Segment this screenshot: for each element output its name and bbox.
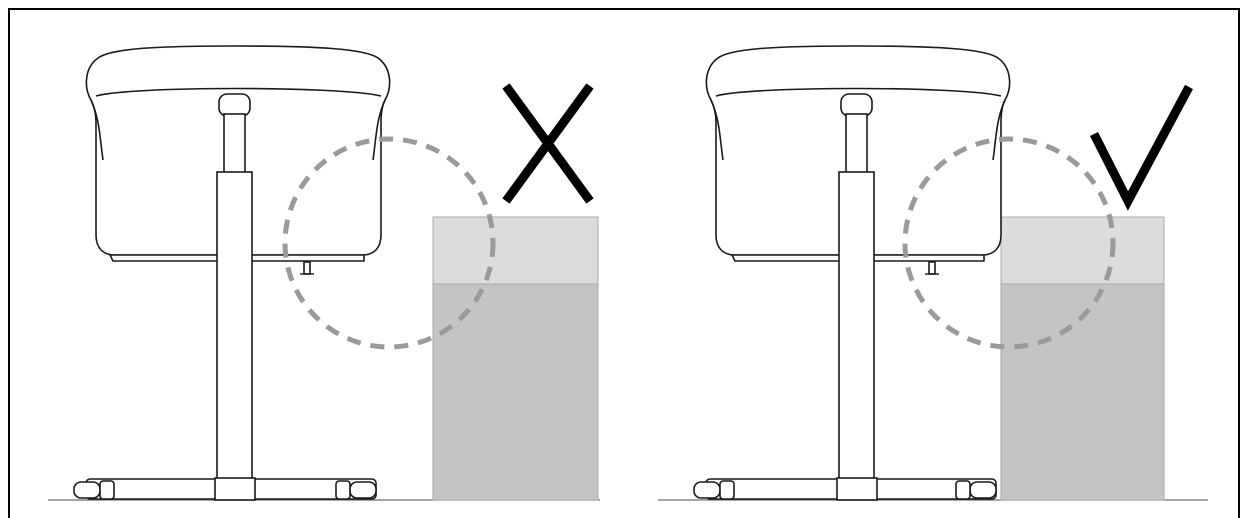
stand-base [693, 477, 997, 501]
support-pole [216, 93, 253, 481]
bassinet-rim [715, 87, 1002, 97]
bassinet-side-left [90, 99, 104, 161]
gap-highlight-circle [282, 136, 496, 350]
cross-icon [502, 83, 594, 204]
wheel-left [73, 481, 101, 499]
bed-mattress [1000, 216, 1165, 285]
wheel-left [693, 481, 721, 499]
wheel-right [349, 481, 377, 499]
stand-base [73, 477, 377, 501]
gap-highlight-circle [902, 136, 1116, 350]
support-pole [838, 93, 875, 481]
bed-base [432, 283, 599, 501]
wheel-right [969, 481, 997, 499]
bed-mattress [432, 216, 599, 285]
adjuster-knob [303, 261, 311, 275]
bassinet-side-right [372, 99, 386, 161]
diagram-frame [8, 8, 1240, 518]
panel-correct [658, 45, 1208, 501]
panel-incorrect [48, 45, 600, 501]
adjuster-knob [928, 261, 936, 275]
bassinet-side-left [710, 99, 724, 161]
bassinet-side-right [992, 99, 1006, 161]
bassinet-rim [95, 87, 382, 97]
check-icon [1089, 84, 1193, 211]
